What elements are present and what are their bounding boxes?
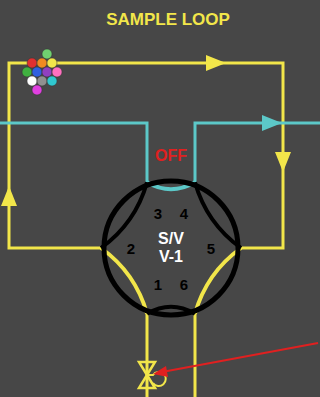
valve-passage xyxy=(101,182,147,248)
valve-name: S/V V-1 xyxy=(158,230,184,267)
flow-arrow xyxy=(206,55,226,71)
port-number: 1 xyxy=(154,276,162,293)
flow-arrow xyxy=(275,152,291,172)
sample-dots xyxy=(22,49,62,95)
sample-dot xyxy=(47,58,57,68)
sample-dot xyxy=(22,67,32,77)
valve-passage xyxy=(101,248,147,314)
sample-dot xyxy=(37,76,47,86)
valve-circle: S/V V-1 xyxy=(101,178,241,318)
port-number: 3 xyxy=(154,205,162,222)
port-number: 6 xyxy=(180,276,188,293)
flow-arrow xyxy=(1,186,17,206)
sample-dot xyxy=(32,67,42,77)
valve-passage xyxy=(195,182,241,248)
sample-dot xyxy=(27,58,37,68)
diagram-title: SAMPLE LOOP xyxy=(106,10,230,30)
port-number: 2 xyxy=(127,240,135,257)
sample-dot xyxy=(32,85,42,95)
sample-dot xyxy=(42,67,52,77)
sample-dot xyxy=(27,76,37,86)
state-label: OFF xyxy=(155,147,187,165)
port-number: 5 xyxy=(207,240,215,257)
sample-dot xyxy=(52,67,62,77)
sample-dot xyxy=(47,76,57,86)
flow-arrow xyxy=(262,115,282,131)
outlet-line xyxy=(194,314,197,397)
outlet-line xyxy=(146,314,149,397)
pointer-line xyxy=(162,343,318,372)
port-number: 4 xyxy=(180,205,188,222)
carrier-line xyxy=(0,123,147,182)
sample-dot xyxy=(42,49,52,59)
pointer-head xyxy=(153,366,168,377)
valve-passage xyxy=(195,248,241,314)
carrier-line xyxy=(195,123,320,182)
sample-dot xyxy=(37,58,47,68)
